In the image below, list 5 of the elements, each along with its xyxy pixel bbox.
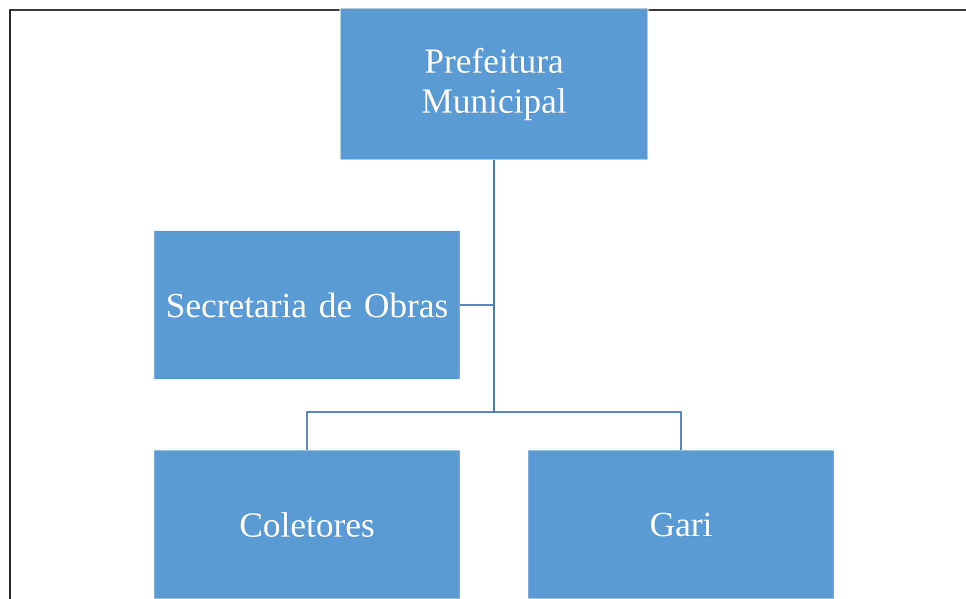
org-box: Gari	[527, 449, 835, 599]
org-box: Prefeitura Municipal	[339, 7, 649, 161]
connector-line	[493, 160, 682, 450]
org-box: Secretaria de Obras	[153, 230, 461, 380]
org-box: Coletores	[153, 449, 461, 599]
